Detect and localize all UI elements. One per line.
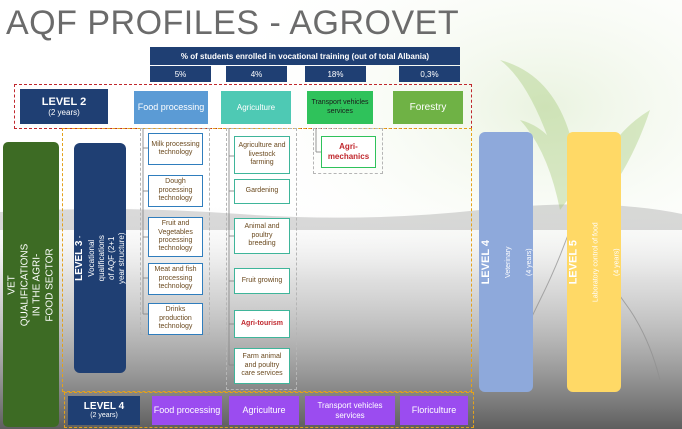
level4-bottom-badge: LEVEL 4 (2 years) bbox=[68, 396, 140, 425]
meat-fish-processing-technology: Meat and fish processing technology bbox=[148, 263, 203, 295]
level2-label: LEVEL 2 bbox=[41, 95, 87, 108]
level2-duration: (2 years) bbox=[48, 108, 80, 118]
level5-sub: Laboratory control of food bbox=[592, 222, 600, 302]
stat-transport: 18% bbox=[305, 66, 366, 82]
drinks-production-technology: Drinks production technology bbox=[148, 303, 203, 335]
level4-veterinary-label: LEVEL 4 bbox=[479, 239, 492, 285]
level4-bottom-frame bbox=[64, 392, 474, 428]
gardening: Gardening bbox=[234, 179, 290, 204]
dough-processing-technology: Dough processing technology bbox=[148, 175, 203, 207]
level4-veterinary-sub: Veterinary bbox=[504, 246, 512, 278]
agriculture-livestock-farming: Agriculture and livestock farming bbox=[234, 136, 290, 174]
fruit-vegetables-processing-technology: Fruit and Vegetables processing technolo… bbox=[148, 217, 203, 257]
animal-poultry-breeding: Animal and poultry breeding bbox=[234, 218, 290, 254]
level4-bottom-label: LEVEL 4 bbox=[83, 400, 125, 412]
level4-bottom-duration: (2 years) bbox=[90, 412, 118, 420]
milk-processing-technology: Milk processing technology bbox=[148, 133, 203, 165]
level4-food-processing: Food processing bbox=[152, 396, 222, 425]
fruit-growing: Fruit growing bbox=[234, 268, 290, 294]
level4-floriculture: Floriculture bbox=[400, 396, 468, 425]
stat-food: 5% bbox=[150, 66, 211, 82]
level2-forestry: Forestry bbox=[393, 91, 463, 124]
agri-tourism: Agri-tourism bbox=[234, 310, 290, 338]
level2-badge: LEVEL 2 (2 years) bbox=[20, 89, 108, 124]
level2-food-processing: Food processing bbox=[134, 91, 208, 124]
farm-animal-poultry-care-services: Farm animal and poultry care services bbox=[234, 348, 290, 384]
level5-duration: (4 years) bbox=[613, 248, 621, 276]
level5-lab-control: LEVEL 5 Laboratory control of food (4 ye… bbox=[567, 132, 621, 392]
enrollment-header: % of students enrolled in vocational tra… bbox=[150, 47, 460, 65]
transport-column-frame bbox=[313, 128, 383, 174]
stat-agriculture: 4% bbox=[226, 66, 287, 82]
agriculture-column-frame bbox=[226, 128, 297, 390]
level4-veterinary-duration: (4 years) bbox=[525, 248, 533, 276]
level4-veterinary: LEVEL 4 Veterinary (4 years) bbox=[479, 132, 533, 392]
level2-transport: Transport vehicles services bbox=[307, 91, 373, 124]
level4-transport: Transport vehicles services bbox=[305, 396, 395, 425]
level4-agriculture: Agriculture bbox=[229, 396, 299, 425]
level3-badge: LEVEL 3 - Vocational qualifications of A… bbox=[74, 143, 126, 373]
agri-mechanics: Agri-mechanics bbox=[321, 136, 376, 168]
page-title: AQF PROFILES - AGROVET bbox=[6, 4, 460, 42]
level5-label: LEVEL 5 bbox=[567, 239, 580, 285]
stat-forestry: 0,3% bbox=[399, 66, 460, 82]
vet-qualifications-label: VET QUALIFICATIONS IN THE AGRI-FOOD SECT… bbox=[3, 142, 59, 427]
level2-agriculture: Agriculture bbox=[221, 91, 291, 124]
